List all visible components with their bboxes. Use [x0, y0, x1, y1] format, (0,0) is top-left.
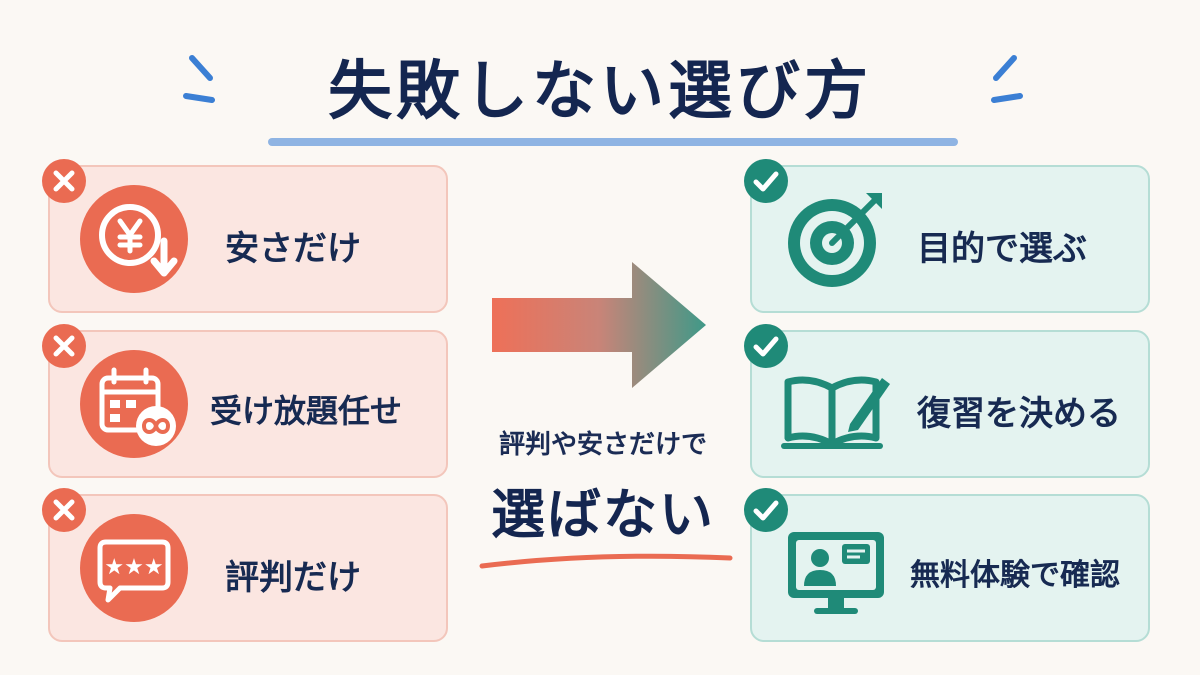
good-label-2: 復習を決める: [917, 394, 1121, 434]
good-label-1: 目的で選ぶ: [917, 229, 1087, 269]
good-card-review: 復習を決める: [744, 324, 1150, 478]
check-mark-icon: [744, 324, 788, 368]
bad-label-1: 安さだけ: [225, 229, 361, 269]
gradient-arrow-icon: [492, 262, 706, 388]
monitor-video-call-icon: [780, 512, 892, 624]
good-label-3: 無料体験で確認: [910, 558, 1120, 593]
bad-card-reviews-only: ★★★ 評判だけ: [42, 488, 448, 642]
x-mark-icon: [42, 488, 86, 532]
yen-coin-down-icon: [78, 183, 190, 295]
good-card-free-trial: 無料体験で確認: [744, 488, 1150, 642]
review-stars-bubble-icon: ★★★: [78, 512, 190, 624]
good-card-purpose: 目的で選ぶ: [744, 159, 1150, 313]
book-pencil-icon: [780, 348, 892, 460]
x-mark-icon: [42, 324, 86, 368]
calendar-infinity-icon: [78, 348, 190, 460]
bad-label-3: 評判だけ: [225, 558, 361, 598]
bad-label-2: 受け放題任せ: [210, 392, 403, 430]
bad-card-cheap-only: 安さだけ: [42, 159, 448, 313]
center-caption-line2: 選ばない: [491, 483, 715, 546]
x-mark-icon: [42, 159, 86, 203]
svg-text:★★★: ★★★: [104, 555, 163, 580]
center-caption-line1: 評判や安さだけで: [498, 430, 707, 460]
sparkle-right-icon: [991, 55, 1023, 103]
title-underline: [268, 138, 958, 146]
check-mark-icon: [744, 488, 788, 532]
center-underline: [479, 553, 733, 569]
target-arrow-icon: [780, 183, 892, 295]
page-title: 失敗しない選び方: [328, 55, 872, 129]
bad-card-unlimited: 受け放題任せ: [42, 324, 448, 478]
check-mark-icon: [744, 159, 788, 203]
sparkle-left-icon: [183, 55, 215, 103]
